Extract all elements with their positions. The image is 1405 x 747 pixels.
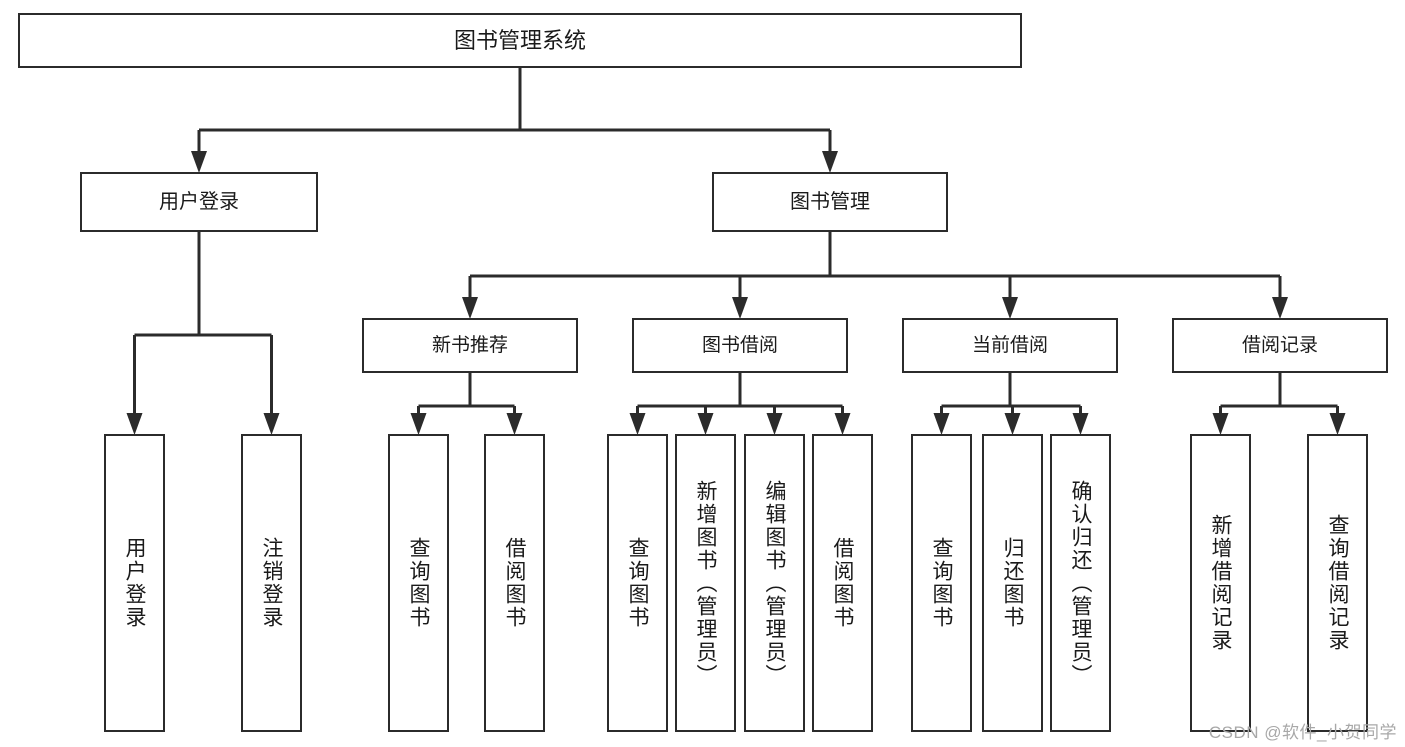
leaf-query-book-2[interactable]: 查询图书 (607, 434, 668, 732)
node-book-manage[interactable]: 图书管理 (712, 172, 948, 232)
leaf-query-book-3[interactable]: 查询图书 (911, 434, 972, 732)
leaf-borrow-book-1[interactable]: 借阅图书 (484, 434, 545, 732)
node-label: 新书推荐 (431, 334, 508, 356)
node-label: 查询图书 (407, 537, 430, 629)
csdn-watermark: CSDN @软件_小贺同学 (1208, 723, 1397, 742)
node-label: 编辑图书（管理员） (763, 479, 786, 687)
leaf-add-book[interactable]: 新增图书（管理员） (675, 434, 736, 732)
node-user-login[interactable]: 用户登录 (80, 172, 318, 232)
node-borrow-record[interactable]: 借阅记录 (1172, 318, 1388, 373)
node-label: 图书管理系统 (453, 27, 586, 53)
node-new-book-recommend[interactable]: 新书推荐 (362, 318, 578, 373)
node-label: 图书管理 (790, 190, 870, 213)
node-label: 新增图书（管理员） (694, 479, 717, 687)
leaf-borrow-book-2[interactable]: 借阅图书 (812, 434, 873, 732)
node-label: 图书借阅 (701, 334, 778, 356)
node-label: 注销登录 (260, 537, 283, 629)
leaf-query-book-1[interactable]: 查询图书 (388, 434, 449, 732)
leaf-query-borrow-record[interactable]: 查询借阅记录 (1307, 434, 1368, 732)
node-label: 查询图书 (626, 537, 649, 629)
node-label: 用户登录 (159, 190, 239, 213)
leaf-add-borrow-record[interactable]: 新增借阅记录 (1190, 434, 1251, 732)
node-book-borrow[interactable]: 图书借阅 (632, 318, 848, 373)
leaf-user-login[interactable]: 用户登录 (104, 434, 165, 732)
node-label: 借阅记录 (1241, 334, 1318, 356)
node-label: 查询借阅记录 (1326, 514, 1349, 652)
node-label: 用户登录 (123, 537, 146, 629)
node-label: 新增借阅记录 (1209, 514, 1232, 652)
node-label: 借阅图书 (831, 537, 854, 629)
node-current-borrow[interactable]: 当前借阅 (902, 318, 1118, 373)
node-root[interactable]: 图书管理系统 (18, 13, 1022, 68)
leaf-edit-book[interactable]: 编辑图书（管理员） (744, 434, 805, 732)
node-label: 借阅图书 (503, 537, 526, 629)
node-label: 归还图书 (1001, 537, 1024, 629)
node-label: 当前借阅 (971, 334, 1048, 356)
leaf-return-book[interactable]: 归还图书 (982, 434, 1043, 732)
leaf-user-logout[interactable]: 注销登录 (241, 434, 302, 732)
node-label: 查询图书 (930, 537, 953, 629)
node-label: 确认归还（管理员） (1069, 479, 1092, 687)
leaf-confirm-return[interactable]: 确认归还（管理员） (1050, 434, 1111, 732)
